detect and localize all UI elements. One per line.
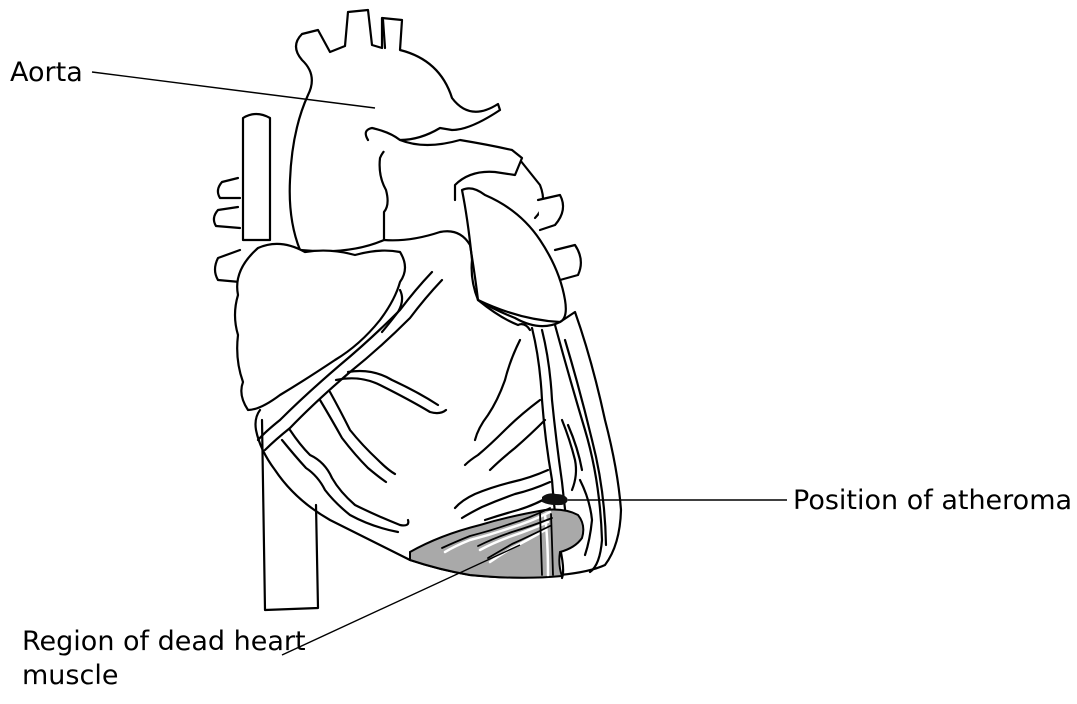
- dead-muscle-region: [410, 510, 583, 578]
- pulmonary-vein-right-2: [538, 195, 563, 230]
- pulmonary-trunk: [366, 128, 522, 200]
- lad-branch-2: [465, 400, 540, 465]
- atheroma-label: Position of atheroma: [793, 484, 1072, 518]
- superior-vena-cava: [243, 114, 270, 240]
- rca-branch-5: [320, 400, 386, 482]
- lad-right-branch-1: [562, 420, 576, 490]
- lad-branch-1: [475, 340, 520, 440]
- dead-muscle-label: Region of dead heart muscle: [22, 625, 306, 693]
- aorta-label: Aorta: [10, 56, 83, 90]
- pulmonary-vein-left-2: [214, 207, 240, 228]
- pulmonary-vein-left-1: [218, 178, 240, 198]
- pulmonary-vein-left-3: [215, 250, 240, 282]
- lad-right-branch-3: [580, 480, 592, 555]
- rca-branch-3: [348, 371, 438, 405]
- rca-branch-2: [336, 378, 446, 413]
- lad-branch-3: [490, 420, 545, 470]
